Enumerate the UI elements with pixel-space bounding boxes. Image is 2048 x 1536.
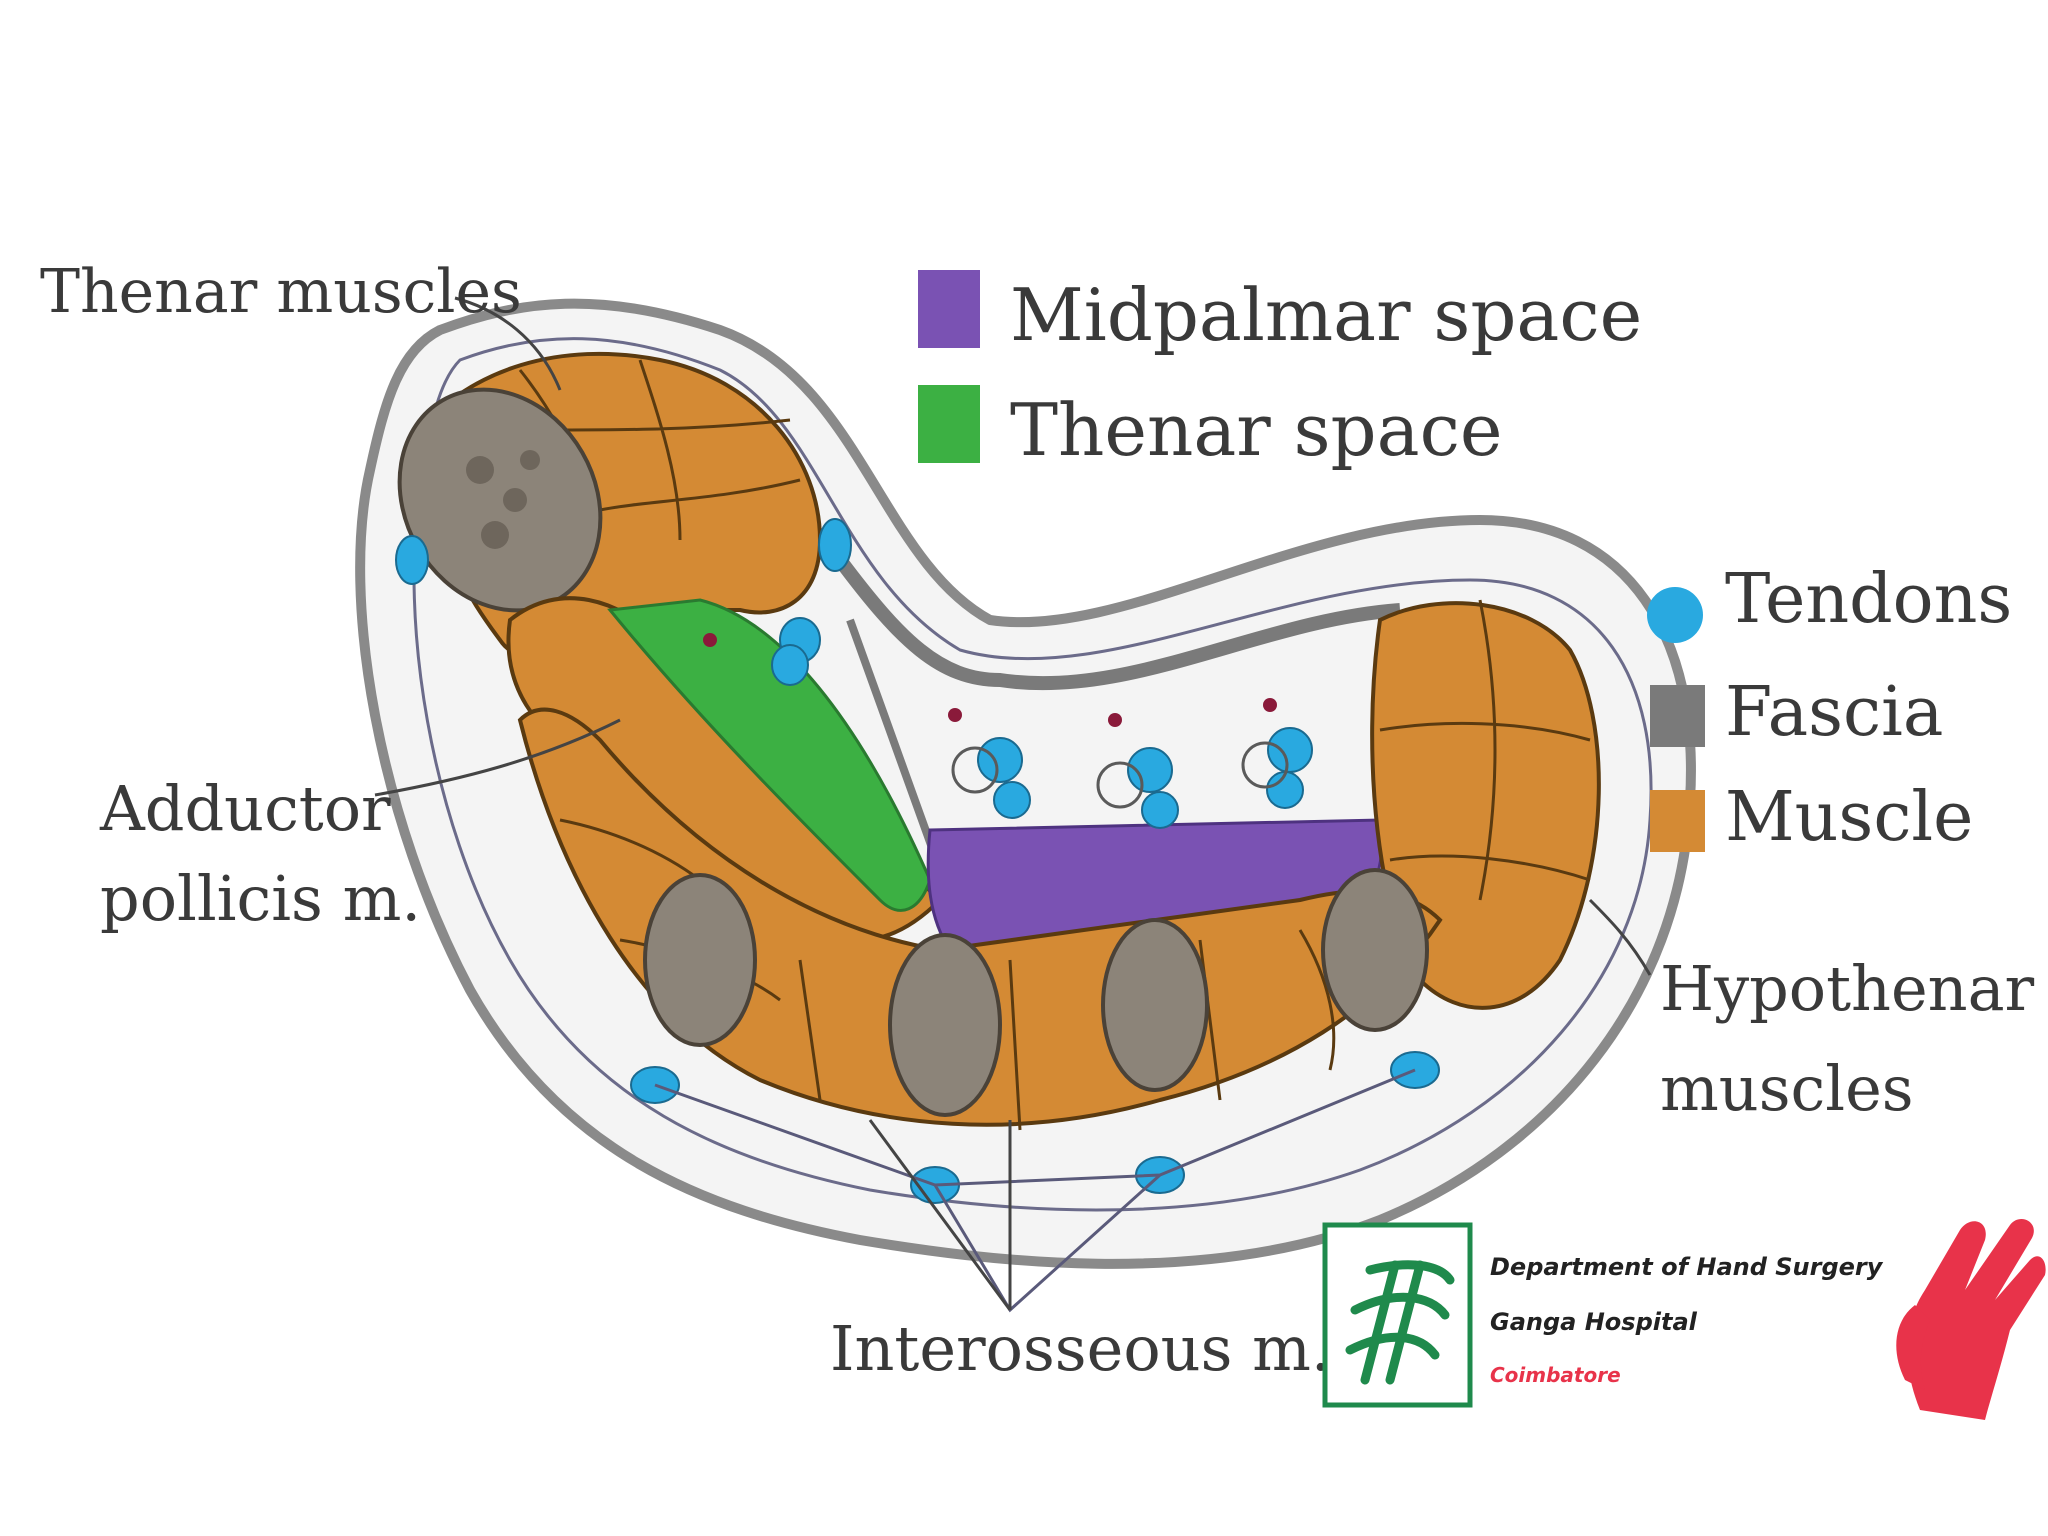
legend-label-fascia: Fascia: [1725, 673, 1943, 752]
metacarpal-5: [1323, 870, 1427, 1030]
metacarpal-2: [645, 875, 755, 1045]
hospital-logo: Department of Hand Surgery Ganga Hospita…: [1325, 1219, 2046, 1420]
logo-text-line3: Coimbatore: [1490, 1363, 1621, 1387]
red-hand-icon: [1896, 1219, 2045, 1420]
legend-label-muscle: Muscle: [1725, 778, 1973, 857]
metacarpal-4: [1103, 920, 1207, 1090]
legend-swatch-muscle: [1650, 790, 1705, 852]
legend-swatch-thenar-space: [918, 385, 980, 463]
legend-swatch-midpalmar: [918, 270, 980, 348]
legend-label-thenar-space: Thenar space: [1010, 388, 1503, 472]
legend-label-midpalmar: Midpalmar space: [1010, 273, 1642, 357]
logo-text-line2: Ganga Hospital: [1490, 1308, 1698, 1336]
label-adductor-line1: Adductor: [99, 772, 391, 845]
legend-swatch-tendons: [1647, 587, 1703, 643]
label-hypothenar-line1: Hypothenar: [1660, 952, 2035, 1025]
legend-label-tendons: Tendons: [1725, 560, 2012, 639]
label-adductor-line2: pollicis m.: [100, 862, 421, 935]
label-thenar-muscles: Thenar muscles: [40, 257, 522, 327]
label-hypothenar-line2: muscles: [1660, 1052, 1914, 1125]
label-interosseous: Interosseous m.: [830, 1312, 1331, 1385]
metacarpal-3: [890, 935, 1000, 1115]
logo-text-line1: Department of Hand Surgery: [1490, 1253, 1884, 1281]
legend-swatch-fascia: [1650, 685, 1705, 747]
